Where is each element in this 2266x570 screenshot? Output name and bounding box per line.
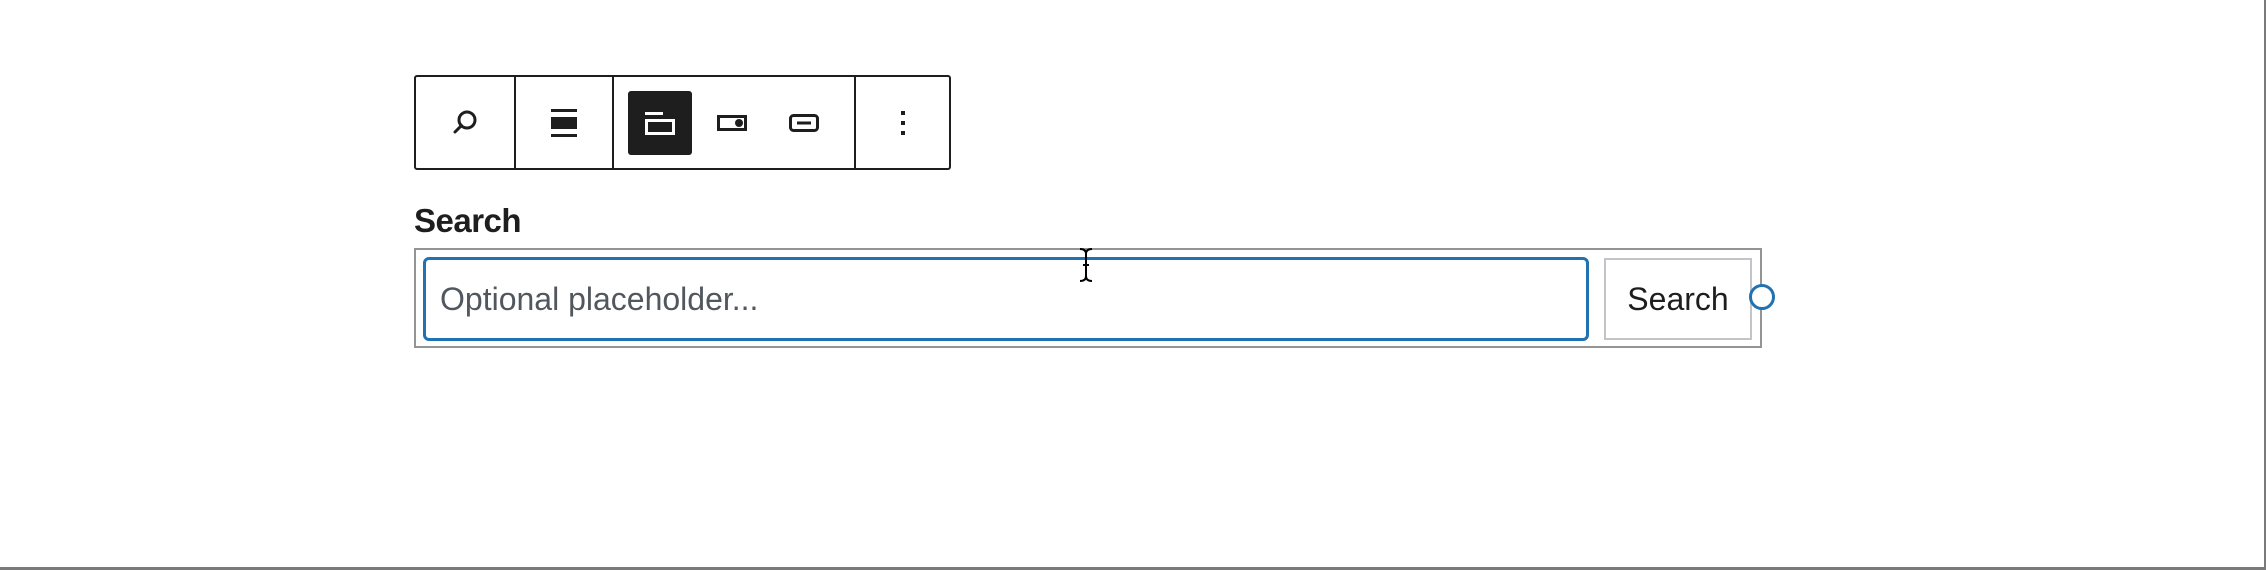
button-only-icon — [789, 113, 819, 132]
align-button[interactable] — [532, 91, 596, 155]
search-button[interactable]: Search — [1604, 258, 1752, 340]
block-type-search-button[interactable] — [433, 91, 497, 155]
search-block-wrapper: Search — [414, 248, 1775, 348]
search-block-label[interactable]: Search — [414, 202, 522, 239]
more-vertical-icon — [900, 110, 905, 135]
label-above-input-icon — [645, 111, 675, 135]
toolbar-group-options — [854, 77, 949, 168]
button-only-button[interactable] — [772, 91, 836, 155]
button-position-button[interactable] — [700, 91, 764, 155]
canvas-right-edge — [2264, 0, 2266, 570]
canvas-bottom-edge — [0, 567, 2266, 570]
resize-handle[interactable] — [1749, 284, 1775, 310]
toolbar-group-align — [514, 77, 612, 168]
align-wide-icon — [551, 108, 577, 137]
block-toolbar — [414, 75, 951, 170]
button-inside-toggle-icon — [717, 114, 747, 131]
options-button[interactable] — [871, 91, 935, 155]
search-icon — [453, 110, 477, 133]
search-input[interactable] — [423, 257, 1589, 341]
toolbar-group-block-type — [416, 77, 514, 168]
toggle-label-button[interactable] — [628, 90, 692, 155]
toolbar-group-search-options — [612, 77, 854, 168]
